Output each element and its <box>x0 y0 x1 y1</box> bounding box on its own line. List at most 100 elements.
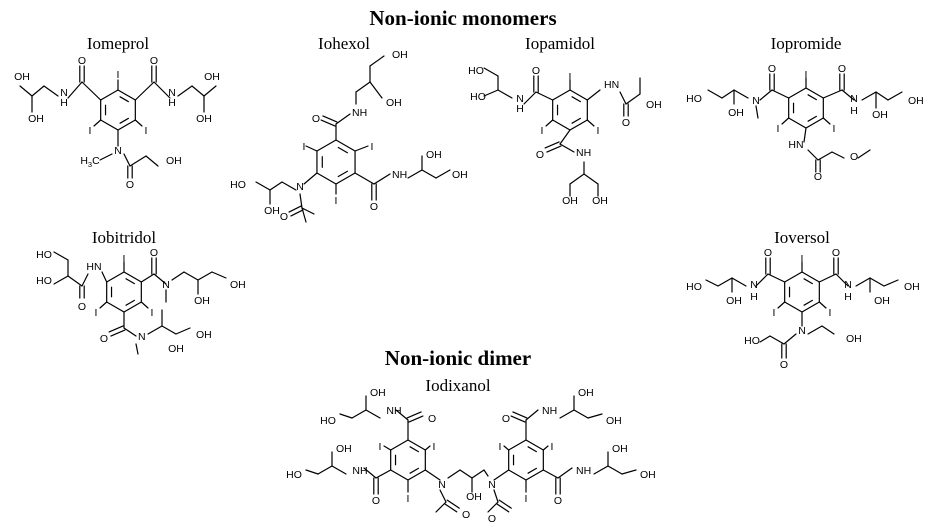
bond <box>835 273 849 287</box>
bond <box>535 91 554 101</box>
atom-label: H <box>750 291 758 303</box>
bond <box>607 465 623 475</box>
atom-label: O <box>832 247 840 259</box>
atom-label: I <box>525 493 528 505</box>
atom-label: I <box>117 69 120 81</box>
bond <box>123 301 142 313</box>
atom-label: HN <box>86 261 101 273</box>
bond <box>317 465 333 475</box>
atom-label: OH <box>466 491 482 503</box>
bond <box>191 85 205 97</box>
bond <box>496 503 510 513</box>
bond <box>337 170 349 178</box>
bond <box>869 277 885 287</box>
atom-label: O <box>488 513 496 525</box>
atom-label: I <box>145 125 148 137</box>
bond <box>101 271 108 283</box>
heading-non-ionic-monomers: Non-ionic monomers <box>369 6 557 30</box>
bond <box>781 117 790 125</box>
bond <box>140 273 155 283</box>
label-iohexol: Iohexol <box>318 34 370 53</box>
bond <box>421 169 437 179</box>
label-ioversol: Ioversol <box>774 228 830 247</box>
bond <box>337 146 349 154</box>
bond <box>788 117 807 129</box>
atom-label: O <box>780 359 788 371</box>
bond <box>625 93 641 105</box>
atom-label: N <box>516 93 524 105</box>
bond <box>316 139 337 152</box>
atom-label: N <box>798 325 806 337</box>
bond <box>542 469 559 479</box>
bond <box>803 278 813 285</box>
atom-label: N <box>114 145 122 157</box>
bond <box>527 446 537 453</box>
bond <box>299 193 303 209</box>
bond <box>424 469 441 481</box>
bond <box>339 413 353 419</box>
atom-label: OH <box>166 155 182 167</box>
atom-label: NH <box>352 465 367 477</box>
atom-label: OH <box>562 195 578 207</box>
bond <box>211 271 227 279</box>
atom-label: H <box>168 97 176 109</box>
bond <box>446 499 460 509</box>
atom-label: I <box>551 441 554 453</box>
bond <box>303 172 318 185</box>
atom-label: H3C <box>80 155 100 169</box>
bond <box>545 119 554 127</box>
atom-label: OH <box>386 97 402 109</box>
atom-label: OH <box>640 469 656 481</box>
bond <box>805 117 824 129</box>
bond <box>407 169 423 179</box>
bond <box>571 117 581 124</box>
bond <box>705 279 719 287</box>
heading-non-ionic-dimer: Non-ionic dimer <box>384 346 532 370</box>
bond <box>788 87 807 99</box>
bond <box>783 333 797 345</box>
atom-label: O <box>78 301 86 313</box>
atom-label: O <box>768 63 776 75</box>
atom-label: OH <box>728 107 744 119</box>
bond <box>301 207 315 215</box>
atom-label: OH <box>612 443 628 455</box>
bond <box>807 149 819 161</box>
atom-label: I <box>151 307 154 319</box>
bond <box>281 181 297 191</box>
bond <box>117 119 136 131</box>
label-iopamidol: Iopamidol <box>525 34 595 53</box>
bond <box>807 94 817 101</box>
bond <box>53 251 69 261</box>
atom-label: O <box>428 413 436 425</box>
atom-label: OH <box>204 71 220 83</box>
bond <box>183 271 199 281</box>
atom-label: NH <box>576 465 591 477</box>
bond <box>269 181 283 191</box>
atom-label: HO <box>744 335 760 347</box>
atom-label: O <box>100 333 108 345</box>
atom-label: OH <box>908 95 924 107</box>
bond <box>569 89 588 101</box>
bond <box>435 501 447 513</box>
bond <box>733 89 749 99</box>
bond <box>883 279 899 287</box>
bond <box>81 273 89 287</box>
label-iomeprol: Iomeprol <box>86 34 150 53</box>
bond <box>527 467 537 474</box>
bond <box>510 415 526 423</box>
bond <box>407 469 426 481</box>
bond <box>147 325 163 335</box>
bond <box>805 87 824 99</box>
bond <box>31 85 45 97</box>
atom-label: HO <box>470 91 486 103</box>
atom-label: I <box>433 441 436 453</box>
bond <box>395 409 409 421</box>
bond <box>123 153 131 167</box>
bond <box>459 469 473 479</box>
bond <box>383 445 392 451</box>
atom-label: OH <box>904 281 920 293</box>
